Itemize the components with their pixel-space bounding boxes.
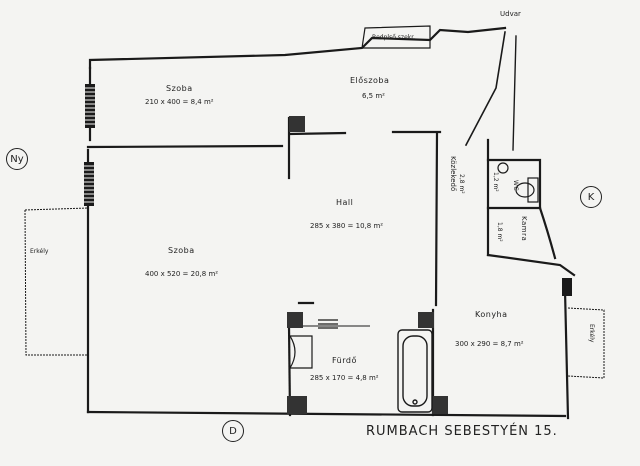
wall-hall-top: [288, 131, 347, 136]
balcony-left-label: Erkély: [30, 248, 49, 255]
room-szoba-1-name: Szoba: [166, 84, 193, 93]
compass-south: D: [222, 420, 244, 442]
wall-kamra-curve: [538, 206, 557, 260]
wall-wc-top: [486, 158, 542, 210]
balcony-right-label: Erkély: [588, 324, 595, 343]
balcony-right: [567, 307, 605, 379]
room-konyha-name: Konyha: [475, 310, 508, 319]
pillar-bath-bl: [287, 396, 307, 414]
bathtub: [397, 329, 433, 413]
pillar-tub-tr: [418, 312, 434, 328]
top-right-label: Udvar: [500, 10, 521, 18]
compass-west: Ny: [6, 148, 28, 170]
toilet-bowl: [515, 182, 535, 198]
wall-right-upper: [464, 31, 506, 147]
room-furdo-name: Fürdő: [332, 356, 357, 365]
room-kamra-name: Kamra: [520, 216, 528, 242]
room-szoba-1-dims: 210 x 400 = 8,4 m²: [145, 98, 214, 106]
compass-east: K: [580, 186, 602, 208]
plan-title: RUMBACH SEBESTYÉN 15.: [366, 424, 558, 439]
radiator-2: [84, 162, 94, 206]
wall-right-line: [512, 35, 517, 151]
towel-rack: [318, 319, 338, 329]
room-wc-name: WC: [512, 180, 519, 192]
corridor-label: Közlekedő: [449, 156, 457, 192]
radiator-1: [85, 84, 95, 128]
wc-sink: [497, 162, 509, 174]
balcony-left: [24, 207, 89, 356]
pillar-hall: [289, 116, 305, 132]
pillar-tub-br: [432, 396, 448, 414]
room-furdo-dims: 285 x 170 = 4,8 m²: [310, 374, 379, 382]
wall-kitchen-right: [563, 288, 570, 420]
stair-label: Bedplső szekr.: [372, 34, 416, 41]
room-eloszoba-name: Előszoba: [350, 76, 390, 85]
wall-szoba-partition: [86, 144, 284, 149]
radiator-3: [562, 278, 572, 296]
kamra-dims: 1,8 m²: [496, 222, 503, 242]
room-eloszoba-dims: 6,5 m²: [362, 92, 385, 100]
wall-top: [88, 26, 507, 70]
room-konyha-dims: 300 x 290 = 8,7 m²: [455, 340, 524, 348]
stair-box: [361, 25, 431, 49]
wall-bottom: [86, 410, 567, 418]
pillar-bath-tl: [287, 312, 303, 328]
wall-kitchen-top: [486, 253, 576, 277]
room-szoba-2-dims: 400 x 520 = 20,8 m²: [145, 270, 219, 278]
room-szoba-2-name: Szoba: [168, 246, 195, 255]
room-hall-name: Hall: [336, 198, 354, 207]
wc-dims: 1,2 m²: [492, 172, 499, 192]
wall-corridor-left: [434, 131, 439, 307]
room-hall-dims: 285 x 380 = 10,8 m²: [310, 222, 384, 230]
sink: [288, 335, 313, 369]
corridor-dims: 2,8 m²: [458, 174, 465, 194]
